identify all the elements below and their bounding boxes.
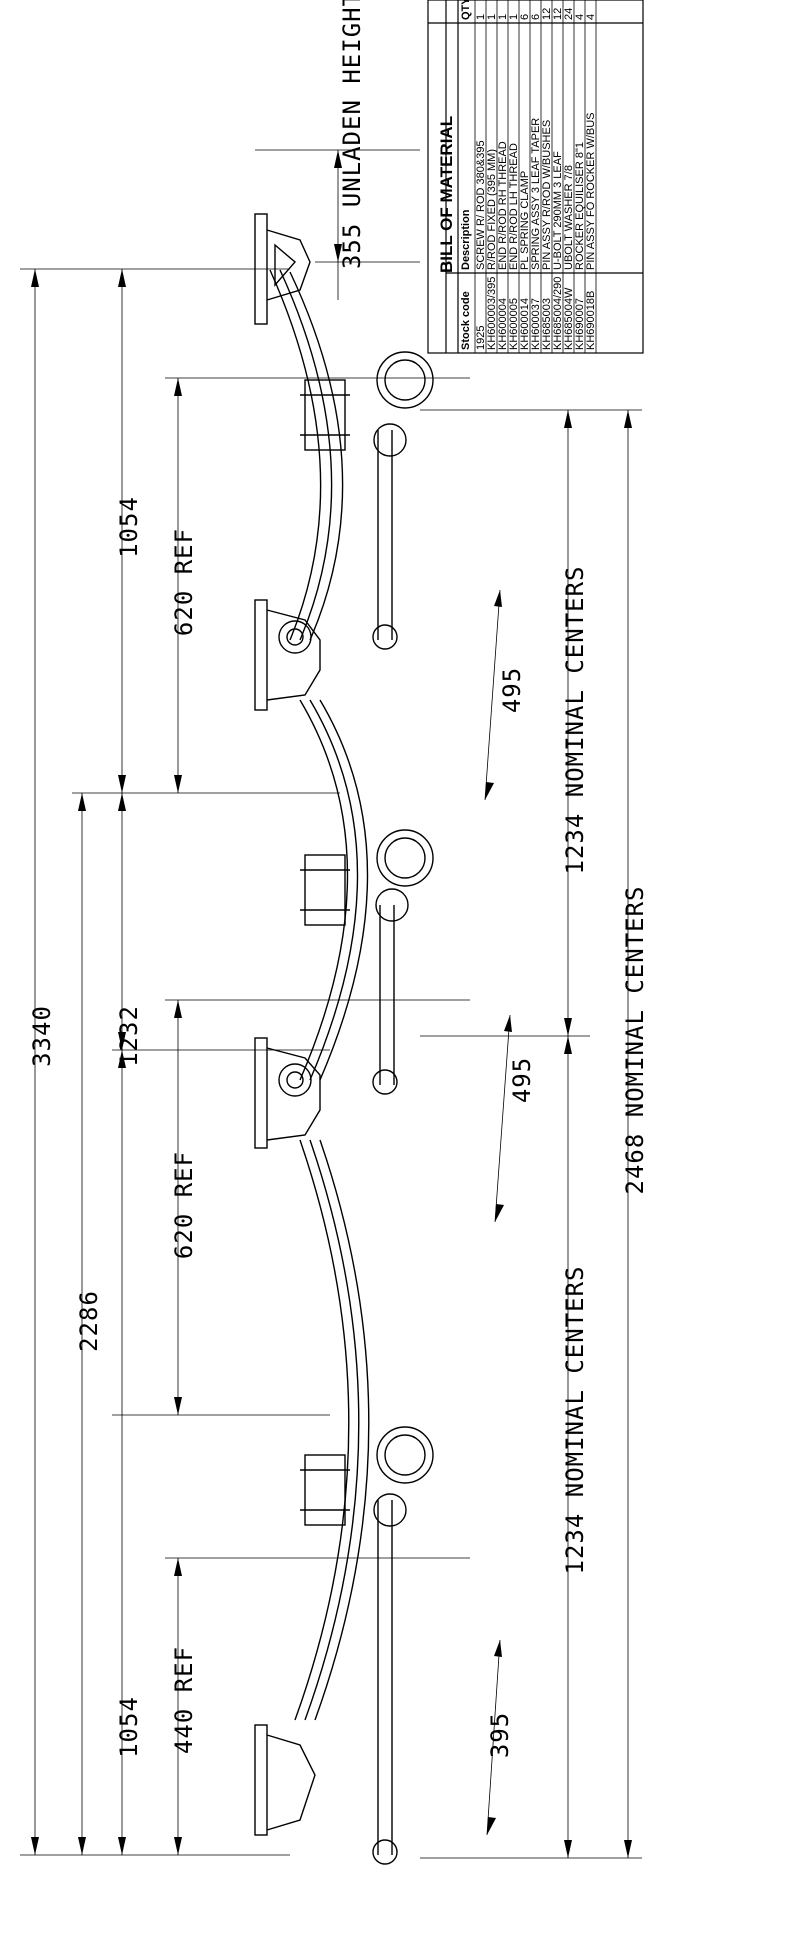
- bom-cell-r7-c1: U-BOLT 290MM 3 LEAF: [552, 151, 564, 270]
- nominal-rear-label: 1234 NOMINAL CENTERS: [561, 1266, 589, 1575]
- axle-seat-3: [300, 1426, 434, 1526]
- bom-header-stock: Stock code: [460, 291, 472, 350]
- bom-cell-r2-c2: 1: [497, 14, 509, 20]
- front-span-label: 1054: [115, 496, 143, 558]
- bom-cell-r5-c2: 6: [530, 14, 542, 20]
- rod-rear-label: 395: [486, 1712, 514, 1758]
- bom-cell-r8-c2: 24: [563, 8, 575, 20]
- overall-length-dimension: 3340: [20, 268, 290, 1856]
- axle-seat-2: [300, 829, 434, 926]
- rear-span-label: 1054: [115, 1696, 143, 1758]
- second-axle-label: 2286: [75, 1290, 103, 1352]
- bom-cell-r2-c0: KH600004: [497, 298, 509, 350]
- ref-rear-label: 440 REF: [170, 1646, 198, 1754]
- bom-cell-r1-c0: KH600003/395: [486, 277, 498, 350]
- bom-cell-r2-c1: END R/ROD RH THREAD: [497, 141, 509, 270]
- bom-header-qty: QTY: [460, 0, 472, 20]
- bom-cell-r8-c0: KH685004W: [563, 287, 575, 350]
- bom-cell-r3-c0: KH600005: [508, 298, 520, 350]
- hanger-second: [254, 599, 321, 711]
- bom-cell-r6-c1: PIN ASSY R/ROD W/BUSHES: [541, 120, 553, 270]
- ref-front-label: 620 REF: [170, 528, 198, 636]
- nominal-dimensions: 1234 NOMINAL CENTERS 1234 NOMINAL CENTER…: [420, 409, 649, 1859]
- bom-header-description: Description: [460, 209, 472, 270]
- bill-of-material: BILL OF MATERIAL Stock code Description …: [427, 0, 644, 354]
- bom-cell-r4-c1: PL SPRING CLAMP: [519, 171, 531, 270]
- leaf-springs: [269, 269, 370, 1721]
- bom-cell-r9-c1: ROCKER EQUILISER 8"1: [574, 142, 586, 270]
- bom-cell-r5-c0: KH600037: [530, 298, 542, 350]
- rod-dimensions: 495 495 395: [484, 589, 536, 1836]
- hanger-third: [254, 1037, 321, 1149]
- ref-dimensions: 620 REF 620 REF 440 REF: [112, 377, 470, 1855]
- bom-cell-r6-c2: 12: [541, 8, 553, 20]
- span-dimensions: 1054 1232 1054: [112, 269, 330, 1855]
- bom-cell-r0-c2: 1: [475, 14, 487, 20]
- suspension-assembly: [254, 213, 434, 1865]
- second-axle-dimension: 2286: [72, 792, 340, 1855]
- bom-cell-r4-c0: KH600014: [519, 298, 531, 350]
- middle-span-label: 1232: [115, 1005, 143, 1067]
- radius-rods: [372, 423, 409, 1865]
- bom-cell-r7-c2: 12: [552, 8, 564, 20]
- unladen-height-dimension: 355 UNLADEN HEIGHT: [255, 0, 420, 300]
- bom-cell-r0-c1: SCREW R/ ROD 380&395: [475, 140, 487, 270]
- ref-middle-label: 620 REF: [170, 1151, 198, 1259]
- bom-cell-r9-c0: KH690007: [574, 298, 586, 350]
- bom-cell-r7-c0: KH685004/290: [552, 277, 564, 350]
- nominal-total-label: 2468 NOMINAL CENTERS: [621, 886, 649, 1195]
- bom-cell-r8-c1: UBOLT WASHER 7/8: [563, 165, 575, 270]
- hanger-front: [254, 213, 311, 325]
- bom-cell-r3-c1: END R/ROD LH THREAD: [508, 143, 520, 270]
- bom-cell-r10-c0: KH690018B: [585, 291, 597, 350]
- rod-front-label: 495: [498, 667, 526, 713]
- bom-title: BILL OF MATERIAL: [437, 116, 456, 273]
- nominal-front-label: 1234 NOMINAL CENTERS: [561, 566, 589, 875]
- bom-cell-r10-c1: PIN ASSY FO ROCKER W/BUS: [585, 113, 597, 271]
- bom-cell-r6-c0: KH685003: [541, 298, 553, 350]
- rod-middle-label: 495: [508, 1057, 536, 1103]
- bom-cell-r0-c0: 1925: [475, 326, 487, 350]
- bom-cell-r10-c2: 4: [585, 14, 597, 20]
- unladen-height-label: 355 UNLADEN HEIGHT: [338, 0, 366, 269]
- hanger-rear: [254, 1724, 316, 1836]
- bom-cell-r9-c2: 4: [574, 14, 586, 20]
- bom-cell-r3-c2: 1: [508, 14, 520, 20]
- bom-cell-r5-c1: SPRING ASSY 3 LEAF TAPER: [530, 118, 542, 270]
- bom-cell-r4-c2: 6: [519, 14, 531, 20]
- bom-cell-r1-c1: R/ROD FIXED (395 MM): [486, 149, 498, 270]
- overall-length-label: 3340: [28, 1005, 56, 1067]
- bom-cell-r1-c2: 1: [486, 14, 498, 20]
- axle-seat-1: [300, 351, 434, 451]
